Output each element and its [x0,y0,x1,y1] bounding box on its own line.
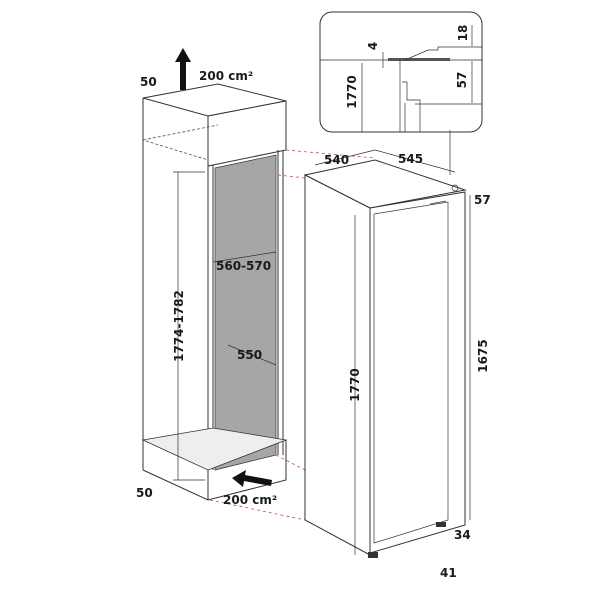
niche-height-label: 1774-1782 [172,290,186,362]
bottom-gap-label: 50 [136,486,153,500]
foot-offset-label: 41 [440,566,457,580]
top-vent-label: 200 cm² [199,69,253,83]
niche-depth-label: 550 [237,348,262,362]
bottom-offset-label: 34 [454,528,471,542]
appliance-side-face [304,174,371,556]
inset-top-thickness-label: 18 [456,25,470,42]
vent-up-arrow-icon [175,48,191,90]
appliance-height-label: 1770 [348,368,362,401]
door-height-label: 1675 [476,339,490,372]
detail-inset [319,11,483,133]
vent-in-arrow-icon [232,470,272,487]
cabinet-drawing [141,48,376,521]
appliance-width-label: 545 [398,152,423,166]
inset-gap-label: 4 [366,42,380,50]
niche-back-panel [214,154,277,471]
bottom-vent-label: 200 cm² [223,493,277,507]
inset-offset-label: 57 [455,72,469,89]
appliance-door [369,191,466,554]
appliance-depth-label: 540 [324,153,349,167]
top-gap-label: 50 [140,75,157,89]
niche-width-label: 560-570 [216,259,271,273]
appliance-drawing [303,130,471,558]
appliance-top-offset-label: 57 [474,193,491,207]
inset-height-label: 1770 [345,75,359,108]
